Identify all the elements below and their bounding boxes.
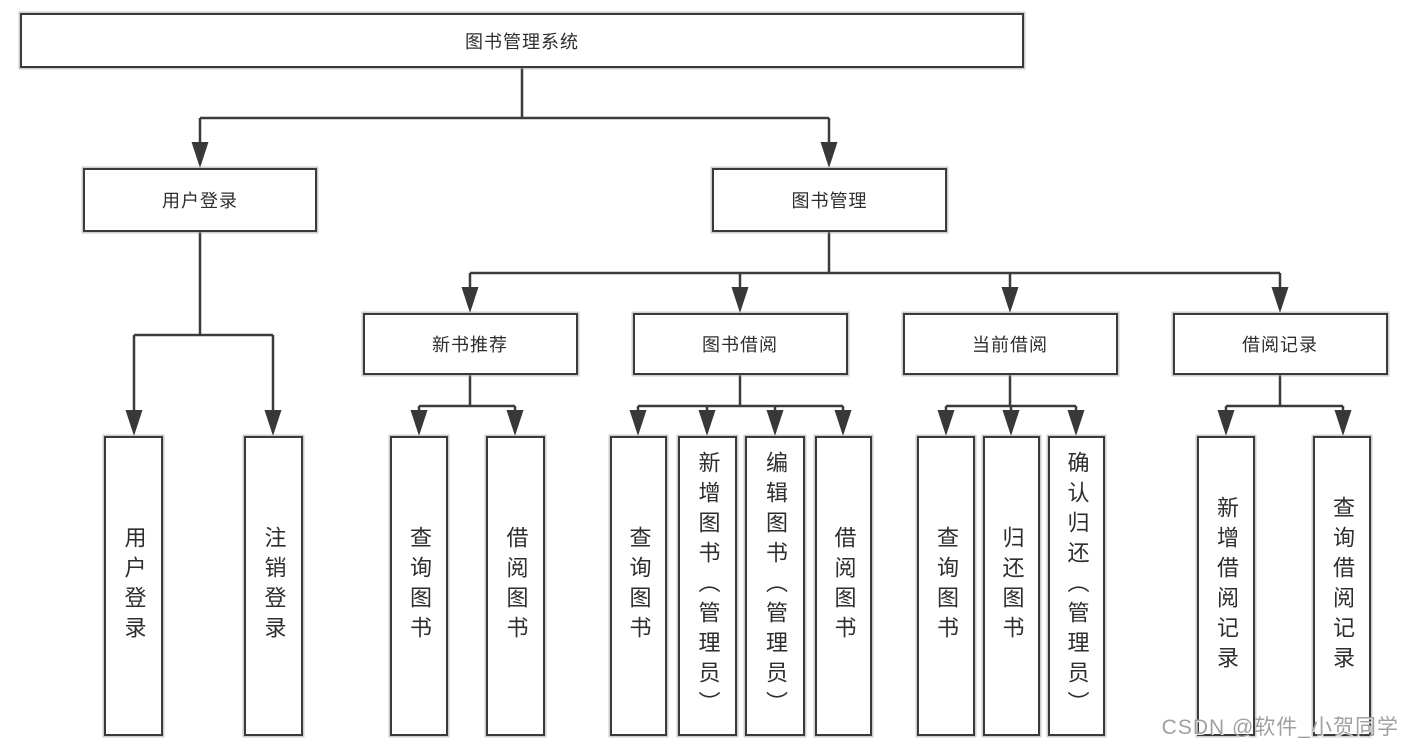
arrow-down-icon (629, 410, 647, 436)
leaf-br-add-record: 新增借阅记录 (1197, 436, 1255, 736)
connector-bookmgmt-to-level3 (468, 232, 1282, 292)
arrow-down-icon (820, 142, 838, 168)
arrow-down-icon (125, 410, 143, 436)
leaf-bb-edit-book-label: 编辑图书（管理员） (763, 451, 788, 721)
connector-currentborrow-to-leaves (944, 375, 1078, 415)
leaf-bb-add-book: 新增图书（管理员） (678, 436, 737, 736)
node-book-borrowing-label: 图书借阅 (702, 335, 778, 355)
arrow-down-icon (506, 410, 524, 436)
leaf-cb-confirm-return: 确认归还（管理员） (1048, 436, 1105, 736)
arrow-down-icon (1002, 410, 1020, 436)
node-user-login-label: 用户登录 (162, 191, 238, 211)
leaf-cb-return-book-label: 归还图书 (999, 526, 1025, 646)
node-new-book-recommend: 新书推荐 (362, 313, 578, 375)
leaf-bb-add-book-label: 新增图书（管理员） (695, 451, 721, 721)
arrow-down-icon (937, 410, 955, 436)
arrow-down-icon (1217, 410, 1235, 436)
leaf-rec-borrow-book: 借阅图书 (486, 436, 545, 736)
leaf-br-query-record-label: 查询借阅记录 (1330, 496, 1355, 676)
leaf-logout-label: 注销登录 (261, 526, 287, 646)
arrow-down-icon (1067, 410, 1085, 436)
leaf-rec-borrow-book-label: 借阅图书 (503, 526, 529, 646)
leaf-bb-edit-book: 编辑图书（管理员） (745, 436, 805, 736)
node-book-management-label: 图书管理 (791, 191, 868, 211)
connector-newbookrec-to-leaves (417, 375, 517, 415)
connector-bookborrow-to-leaves (636, 375, 845, 415)
csdn-watermark: CSDN @软件_小贺同学 (1161, 716, 1399, 739)
leaf-br-add-record-label: 新增借阅记录 (1214, 496, 1239, 676)
arrow-down-icon (410, 410, 428, 436)
leaf-bb-query-book-label: 查询图书 (626, 526, 652, 646)
node-current-borrowing: 当前借阅 (902, 313, 1118, 375)
node-borrowing-records-label: 借阅记录 (1242, 335, 1318, 355)
node-book-borrowing: 图书借阅 (632, 313, 848, 375)
arrow-down-icon (1334, 410, 1352, 436)
arrow-down-icon (766, 410, 784, 436)
leaf-br-query-record: 查询借阅记录 (1313, 436, 1371, 736)
node-book-management: 图书管理 (712, 168, 947, 232)
leaf-cb-return-book: 归还图书 (983, 436, 1040, 736)
node-user-login: 用户登录 (83, 168, 317, 232)
leaf-bb-borrow-book-label: 借阅图书 (831, 526, 857, 646)
leaf-cb-query-book: 查询图书 (917, 436, 975, 736)
connector-borrowrecords-to-leaves (1224, 375, 1345, 415)
leaf-cb-confirm-return-label: 确认归还（管理员） (1064, 451, 1090, 721)
leaf-rec-query-book: 查询图书 (390, 436, 448, 736)
arrow-down-icon (461, 287, 479, 313)
leaf-bb-query-book: 查询图书 (610, 436, 667, 736)
arrow-down-icon (731, 287, 749, 313)
arrow-down-icon (1271, 287, 1289, 313)
node-borrowing-records: 借阅记录 (1172, 313, 1388, 375)
leaf-cb-query-book-label: 查询图书 (934, 526, 959, 646)
node-current-borrowing-label: 当前借阅 (972, 335, 1048, 355)
node-root-label: 图书管理系统 (465, 31, 579, 52)
arrow-down-icon (191, 142, 209, 168)
connector-root-to-level2 (198, 68, 831, 148)
node-new-book-recommend-label: 新书推荐 (432, 335, 508, 355)
connector-userlogin-to-leaves (132, 232, 275, 415)
arrowheads (125, 142, 1352, 436)
leaf-user-login: 用户登录 (104, 436, 163, 736)
node-root: 图书管理系统 (20, 13, 1024, 68)
arrow-down-icon (1001, 287, 1019, 313)
arrow-down-icon (834, 410, 852, 436)
arrow-down-icon (698, 410, 716, 436)
leaf-rec-query-book-label: 查询图书 (407, 526, 432, 646)
leaf-bb-borrow-book: 借阅图书 (815, 436, 872, 736)
leaf-user-login-label: 用户登录 (121, 526, 147, 646)
arrow-down-icon (264, 410, 282, 436)
leaf-logout: 注销登录 (244, 436, 303, 736)
